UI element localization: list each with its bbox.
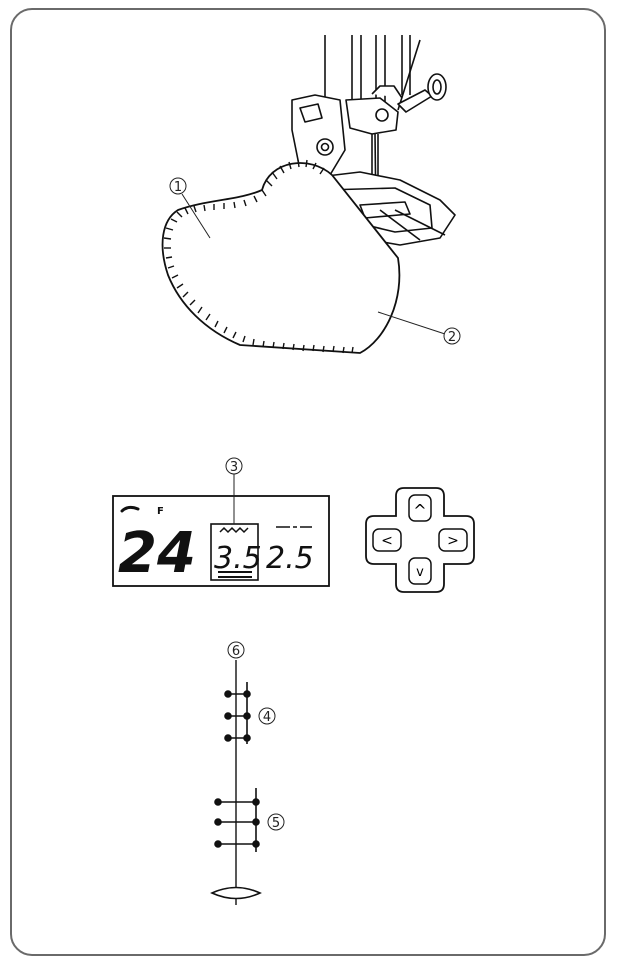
- svg-text:3: 3: [230, 460, 238, 475]
- stitch-group-5: [214, 788, 260, 852]
- left-button[interactable]: <: [372, 528, 402, 552]
- svg-text:6: 6: [232, 644, 240, 659]
- chevron-down-icon: v: [416, 565, 424, 580]
- right-button[interactable]: >: [438, 528, 468, 552]
- chevron-right-icon: >: [447, 533, 459, 549]
- callout-1: 1: [169, 177, 211, 239]
- callout-3: 3: [225, 457, 243, 524]
- lcd-display: F 24 3.5 2.5: [112, 495, 330, 587]
- satin-stitches: [163, 159, 354, 354]
- chevron-up-icon: ^: [413, 501, 426, 520]
- callout-4: 4: [258, 707, 276, 725]
- svg-text:1: 1: [174, 180, 182, 195]
- callout-6: 6: [227, 641, 245, 659]
- direction-pad[interactable]: ^ < > v: [365, 487, 475, 593]
- stitch-diagram: [210, 660, 262, 905]
- svg-text:5: 5: [272, 816, 280, 831]
- length-value: 2.5: [266, 541, 314, 576]
- zigzag-width-icon: [219, 526, 249, 534]
- svg-text:4: 4: [263, 710, 271, 725]
- figure-frame: [10, 8, 606, 956]
- svg-text:2: 2: [448, 330, 456, 345]
- mode-letter: F: [157, 506, 164, 517]
- down-button[interactable]: v: [408, 557, 432, 585]
- width-value: 3.5: [214, 541, 262, 576]
- up-button[interactable]: ^: [408, 494, 432, 522]
- callout-2: 2: [377, 311, 461, 345]
- pattern-number: 24: [118, 521, 196, 586]
- chevron-left-icon: <: [381, 533, 393, 549]
- callout-5: 5: [267, 813, 285, 831]
- stitch-group-4: [224, 682, 251, 744]
- width-highlight-box: [210, 523, 259, 581]
